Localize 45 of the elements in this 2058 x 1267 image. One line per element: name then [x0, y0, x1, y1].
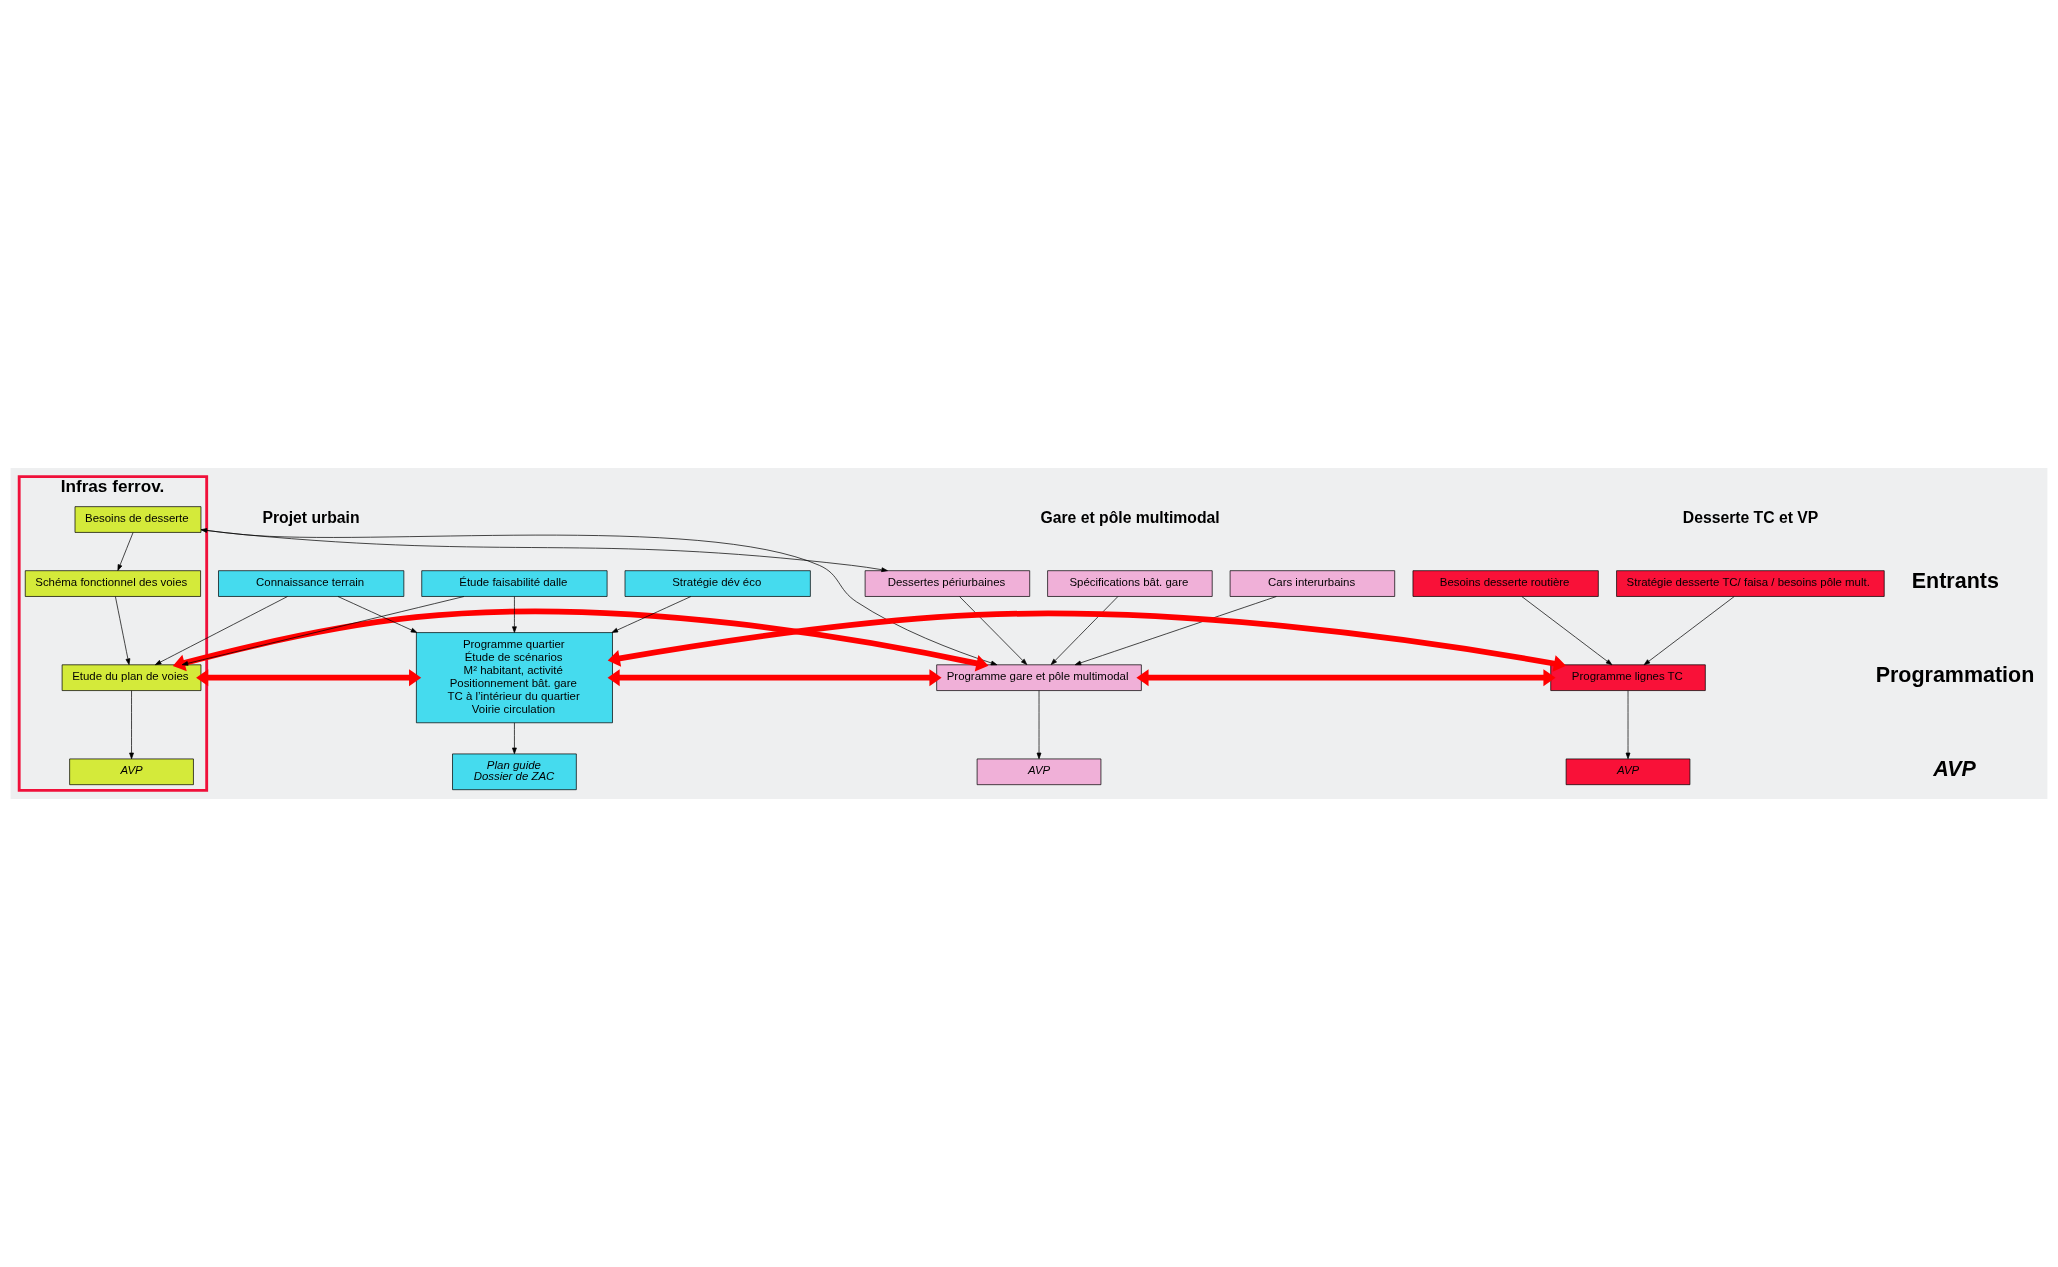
arrow — [129, 690, 134, 760]
node-box: Plan guide Dossier de ZAC — [452, 753, 577, 791]
node-box: AVP — [1565, 758, 1691, 786]
node-box: Stratégie desserte TC/ faisa / besoins pôle mult. — [1616, 570, 1885, 597]
arrow — [181, 596, 465, 666]
node-box: AVP — [976, 758, 1102, 786]
node-box: Cars interurbains — [1229, 570, 1396, 597]
arrow — [115, 596, 131, 665]
node-box: Etude du plan de voies — [61, 664, 202, 691]
node-box: Spécifications bât. gare — [1047, 570, 1213, 597]
arrow — [1074, 596, 1277, 666]
arrow — [607, 669, 942, 687]
node-box: Besoins desserte routière — [1412, 570, 1599, 597]
arrow — [1643, 596, 1735, 666]
arrow — [117, 532, 134, 571]
label: Desserte TC et VP — [1682, 508, 1819, 526]
arrow — [1050, 596, 1119, 665]
arrow — [172, 608, 989, 672]
label: Programmation — [1875, 663, 2035, 688]
arrow — [1625, 690, 1631, 760]
node-box: AVP — [69, 758, 194, 786]
node-box: Schéma fonctionnel des voies — [24, 570, 201, 597]
node-box: Connaissance terrain — [218, 570, 405, 597]
arrow — [512, 722, 517, 755]
node-box: Programme lignes TC — [1550, 664, 1706, 691]
node-box: Stratégie dév éco — [624, 570, 811, 597]
arrow — [611, 596, 692, 633]
node-box: Programme gare et pôle multimodal — [936, 664, 1142, 691]
arrow — [1036, 690, 1042, 760]
label: Projet urbain — [262, 508, 360, 526]
node-box: Étude faisabilité dalle — [421, 570, 608, 597]
arrow — [154, 596, 288, 666]
arrow — [1521, 596, 1613, 666]
arrow — [337, 596, 418, 633]
label: Entrants — [1911, 569, 1999, 594]
arrow — [196, 669, 422, 687]
node-box: Programme quartier Étude de scénarios M² habitant, activité Positionnement bât. gare TC à l’intérieur du quartier Voirie circulation — [416, 632, 613, 724]
arrow — [1136, 669, 1556, 687]
label: Gare et pôle multimodal — [1040, 508, 1220, 526]
node-box: Besoins de desserte — [74, 506, 202, 533]
node-box: Dessertes périurbaines — [864, 570, 1031, 597]
label: AVP — [1933, 757, 1976, 782]
arrow — [959, 596, 1028, 665]
arrow — [512, 596, 517, 633]
arrow — [607, 610, 1567, 672]
